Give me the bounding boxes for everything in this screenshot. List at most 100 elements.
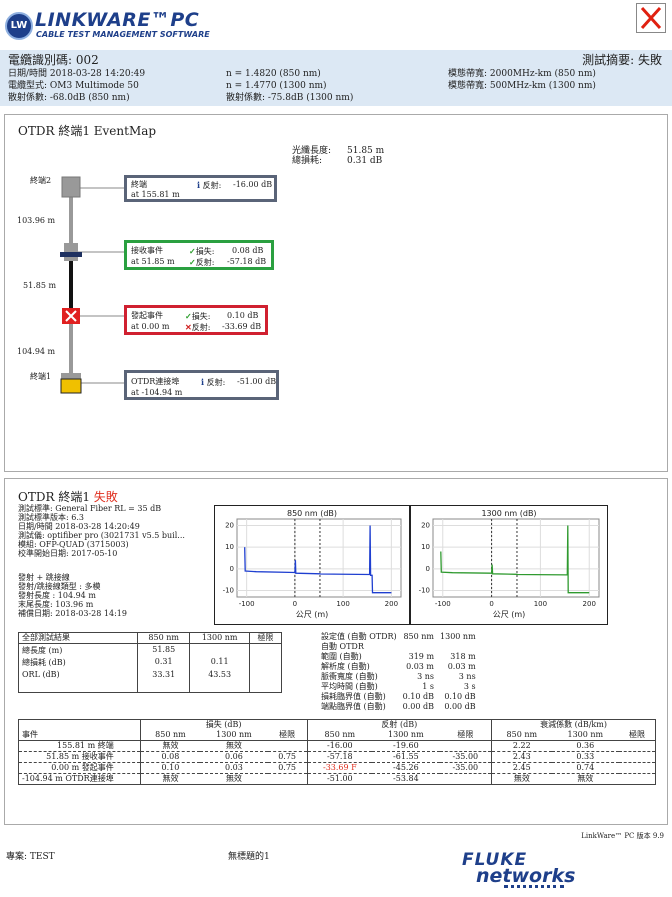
plot-area [432,518,600,598]
y-tick-label: 20 [421,522,430,530]
table-cell: -104.94 m OTDR連接埠 [18,773,141,785]
table-cell: 3 s [463,682,476,691]
otdr-title: OTDR 終端1 失敗 [18,488,118,505]
column-header: 1300 nm [216,730,252,739]
table-cell: 0.03 m [447,662,476,671]
launch-fail-icon [62,308,80,324]
info-calibration: 校準開始日期: 2017-05-10 [18,549,118,558]
table-cell: 0.06 [225,752,243,761]
launch-type: 發射/跳接線類型 : 多模 [18,582,101,591]
overall-header-row: 全部測試結果 850 nm 1300 nm 極限 [18,632,282,644]
column-header: 事件 [18,730,141,741]
table-cell: 平均時間 (自動) [321,682,378,691]
fail-x-icon [636,3,666,33]
event-box-launch: 發起事件 at 0.00 m ✓損失: 0.10 dB ✕反射: -33.69 … [124,305,268,335]
check-icon: ✓ [189,257,196,267]
event-name: 發起事件 [131,311,163,320]
y-tick-label: 0 [230,565,234,573]
group-header-attenuation: 衰減係數 (dB/km) [540,720,607,729]
x-tick-label: 200 [583,600,596,608]
y-tick-label: 0 [426,565,430,573]
otdr-status: 失敗 [93,490,118,504]
summary-datetime: 日期/時間 2018-03-28 14:20:49 [8,69,146,79]
events-header-row: 事件 850 nm 1300 nm 極限 850 nm 1300 nm 極限 8… [18,730,656,741]
table-cell: 範圍 (自動) [321,652,362,661]
table-cell: 2.22 [512,741,531,750]
table-cell: 2.45 [512,763,531,772]
events-table: 損失 (dB) 反射 (dB) 衰減係數 (dB/km) 事件 850 nm 1… [18,719,656,785]
event-name: 接收事件 [131,246,163,255]
table-cell: 0.33 [576,752,595,761]
group-header-loss: 損失 (dB) [140,719,308,730]
table-cell: -57.18 [327,752,353,761]
reflectance-value: -51.00 dB [237,377,277,386]
table-cell: 51.85 [137,643,191,656]
table-row: 自動 OTDR [318,642,479,652]
x-tick-label: 0 [489,600,493,608]
column-header: 850 nm [506,730,538,739]
otdr-info-block: 測試標準: General Fiber RL = 35 dB 測試標準版本: 6… [18,504,185,558]
reflectance-value: -16.00 dB [233,180,273,189]
trace-line [244,525,392,594]
y-tick-label: -10 [223,587,234,595]
table-cell: 無效 [162,741,179,750]
segment-length-3: 104.94 m [17,347,56,356]
logo-title: LINKWARE™PC [35,9,200,31]
table-cell [400,642,437,652]
overall-header: 1300 nm [189,632,250,644]
table-cell: 脈衝寬度 (自動) [321,672,378,681]
summary-n-1300: n = 1.4770 (1300 nm) [226,81,327,91]
summary-band [0,50,672,106]
table-cell [249,668,281,693]
launch-mode: 發射 + 跳接線 [18,573,70,582]
trace-line [440,525,590,594]
table-cell: 無效 [162,774,179,783]
header [0,0,672,50]
table-cell: 無效 [225,774,242,783]
end2-label: 終端2 [30,176,52,185]
reflectance-label: 反射: [202,181,222,190]
table-cell: 0.03 m [406,662,435,671]
table-cell [267,740,308,752]
event-box-receive: 接收事件 at 51.85 m ✓損失: 0.08 dB ✓反射: -57.18… [124,240,274,270]
x-tick-label: 100 [534,600,547,608]
event-box-end: 終端 at 155.81 m i 反射: -16.00 dB [124,175,277,202]
table-cell: 損耗臨界值 (自動) [321,692,386,701]
table-cell [619,741,655,752]
plot-area [236,518,402,598]
table-cell: -19.60 [393,741,419,750]
launch-length: 發射長度 : 104.94 m [18,591,96,600]
x-tick-label: -100 [435,600,451,608]
column-header: 1300 nm [567,730,604,739]
reflectance-label: 反射: [191,323,211,332]
event-position: at 155.81 m [131,190,180,199]
overall-header: 850 nm [137,632,191,644]
settings-header: 設定值 (自動 OTDR) [321,632,397,641]
eventmap-diagram [60,176,124,394]
table-cell [439,773,493,785]
table-cell: 155.81 m 終端 [18,740,141,752]
info-icon: i [201,377,205,387]
logo-subtitle: CABLE TEST MANAGEMENT SOFTWARE [36,30,210,39]
table-cell: 無效 [577,774,594,783]
x-axis-label: 公尺 (m) [493,610,526,619]
events-group-header-row: 損失 (dB) 反射 (dB) 衰減係數 (dB/km) [18,719,656,730]
table-cell: 51.85 m 接收事件 [18,751,141,763]
tail-length: 末尾長度: 103.96 m [18,600,94,609]
x-tick-label: 200 [385,600,398,608]
table-cell [267,773,308,785]
table-cell: -53.84 [393,774,419,783]
settings-header: 850 nm [403,632,435,641]
launch-info-block: 發射 + 跳接線 發射/跳接線類型 : 多模 發射長度 : 104.94 m 末… [18,573,127,618]
check-icon: ✓ [189,246,196,256]
event-box-otdr-port: OTDR連接埠 at -104.94 m i 反射: -51.00 dB [124,370,279,400]
table-cell: 3 ns [417,672,435,681]
table-cell: -45.26 [393,763,419,772]
table-cell: 0.10 dB [444,692,476,701]
summary-bw-850: 模態帶寬: 2000MHz-km (850 nm) [448,69,596,79]
summary-backscatter-1300: 散射係數: -75.8dB (1300 nm) [226,93,354,103]
